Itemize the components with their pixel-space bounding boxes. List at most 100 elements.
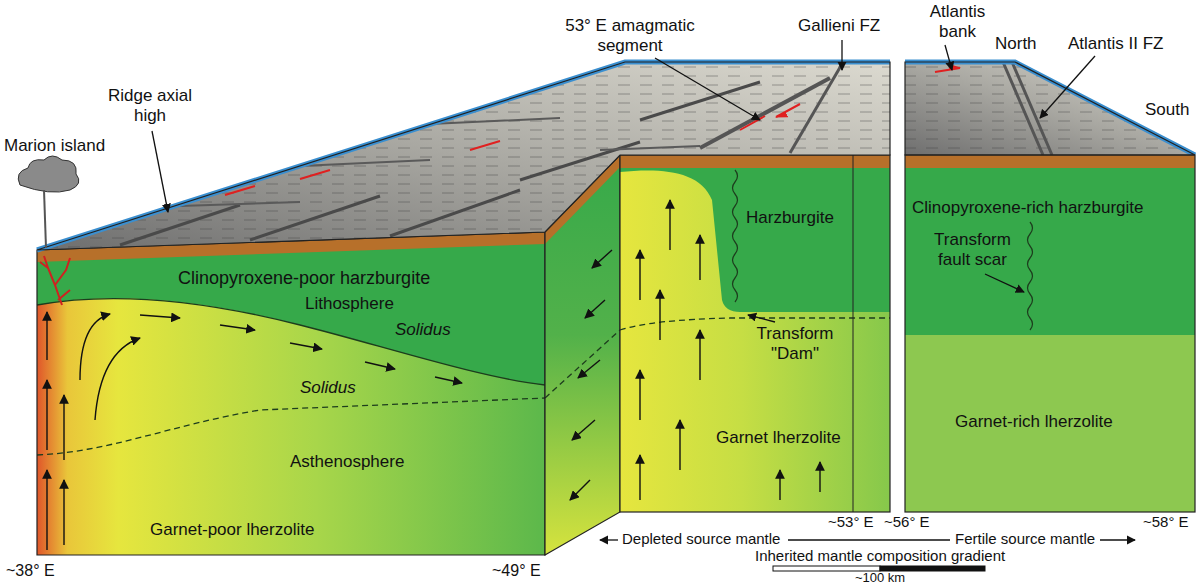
top-surface [37, 62, 890, 250]
right-block-part [905, 155, 1195, 512]
flow-arrows-part [46, 312, 47, 360]
rock-label: Garnet-rich lherzolite [955, 412, 1113, 432]
flow-arrows-part [699, 235, 700, 280]
feature-label: Transform fault scar [925, 230, 1020, 269]
flow-arrows-part [435, 377, 462, 383]
marion-island [18, 156, 79, 248]
boundary-label: Solidus [300, 378, 356, 398]
flow-arrows-part [95, 338, 140, 420]
top-surface-part [790, 64, 842, 153]
marion-island-part [18, 156, 79, 192]
leader-arrows-part [841, 40, 842, 70]
side-face-part [545, 330, 620, 398]
longitude-label: ~38° E [6, 562, 55, 580]
leader-arrows-part [655, 58, 760, 120]
left-block-part [37, 232, 545, 385]
gradient-label: Inherited mantle composition gradient [755, 548, 1005, 565]
right-block-part [905, 155, 1195, 168]
marion-island-part [44, 190, 46, 248]
flow-arrows-part [699, 330, 700, 380]
leader-arrows-part [748, 315, 775, 322]
flow-arrows-part [572, 420, 595, 440]
flow-arrows-part [592, 250, 612, 268]
flow-arrows-part [63, 480, 64, 545]
leader-arrows-part [600, 539, 618, 540]
rock-label: Clinopyroxene-rich harzburgite [912, 198, 1144, 218]
leader-arrows [152, 40, 1135, 540]
leader-arrows-part [945, 45, 952, 70]
right-block-part [905, 62, 1195, 155]
feature-label: 53° E amagmatic segment [560, 16, 700, 55]
right-block-part [905, 62, 1195, 155]
feature-label: Ridge axial high [100, 86, 200, 125]
layer-label: Asthenosphere [290, 452, 404, 472]
right-block-part [905, 155, 1195, 512]
leader-arrows-part [1040, 56, 1095, 118]
scale-label: ~100 km [850, 571, 910, 584]
middle-block-part [620, 155, 890, 168]
flow-arrows-part [46, 470, 47, 550]
middle-block-part [620, 170, 890, 512]
rock-label: Harzburgite [746, 208, 834, 228]
left-block-part [37, 298, 545, 385]
right-block [905, 62, 1195, 512]
left-block-part [37, 398, 545, 455]
middle-block-part [853, 155, 854, 512]
gradient-line-part [788, 539, 950, 540]
gradient-label: Depleted source mantle [622, 531, 780, 548]
top-surface-part [37, 62, 890, 250]
leader-arrows-part [1100, 539, 1135, 540]
flow-arrows-part [46, 380, 47, 450]
flow-arrows-part [639, 370, 640, 420]
top-surface-part [120, 82, 760, 245]
left-block-part [37, 232, 545, 555]
flow-arrows-part [578, 360, 600, 378]
flow-arrows-part [220, 325, 255, 330]
middle-block-part [620, 155, 890, 512]
longitude-label: ~53° E [828, 514, 874, 531]
top-surface-part [180, 118, 700, 206]
longitude-label: ~56° E [884, 514, 930, 531]
place-name: Marion island [4, 136, 105, 156]
flow-arrows [47, 200, 820, 550]
flow-arrows-part [585, 300, 605, 318]
direction-label: South [1145, 100, 1189, 120]
top-surface-part [37, 62, 890, 250]
flow-arrows-part [290, 343, 322, 349]
right-block-part [905, 62, 1195, 155]
leader-arrows-part [985, 274, 1024, 292]
longitude-label: ~49° E [492, 562, 541, 580]
flow-arrows-part [639, 250, 640, 300]
flow-arrows-part [140, 315, 180, 318]
left-block-part [37, 232, 545, 555]
left-block [37, 232, 545, 555]
flow-arrows-part [639, 455, 640, 500]
top-surface-part [225, 104, 800, 195]
rock-label: Clinopyroxene-poor harzburgite [178, 268, 430, 289]
feature-label: Transform "Dam" [745, 324, 845, 363]
flow-arrows-part [819, 462, 820, 492]
flow-arrows-part [570, 480, 590, 500]
flow-arrows-part [669, 200, 670, 250]
right-block-part [935, 68, 960, 72]
flow-arrows-part [63, 395, 64, 460]
right-block-part [1028, 222, 1033, 330]
middle-block-part [733, 170, 738, 302]
boundary-label: Solidus [395, 320, 451, 340]
direction-label: North [995, 34, 1037, 54]
rock-label: Garnet-poor lherzolite [150, 520, 314, 540]
middle-block [620, 155, 890, 512]
feature-label: Atlantis bank [920, 2, 995, 41]
rock-label: Garnet lherzolite [716, 428, 841, 448]
top-surface-part [37, 62, 890, 250]
flow-arrows-part [80, 314, 110, 380]
top-surface-part [37, 62, 890, 250]
right-block-part [905, 335, 1195, 512]
middle-block-part [620, 155, 890, 512]
flow-arrows-part [365, 362, 395, 369]
right-block-part [905, 62, 1195, 155]
flow-arrows-part [679, 420, 680, 470]
feature-label: Gallieni FZ [798, 16, 880, 36]
gradient-line [788, 540, 950, 541]
